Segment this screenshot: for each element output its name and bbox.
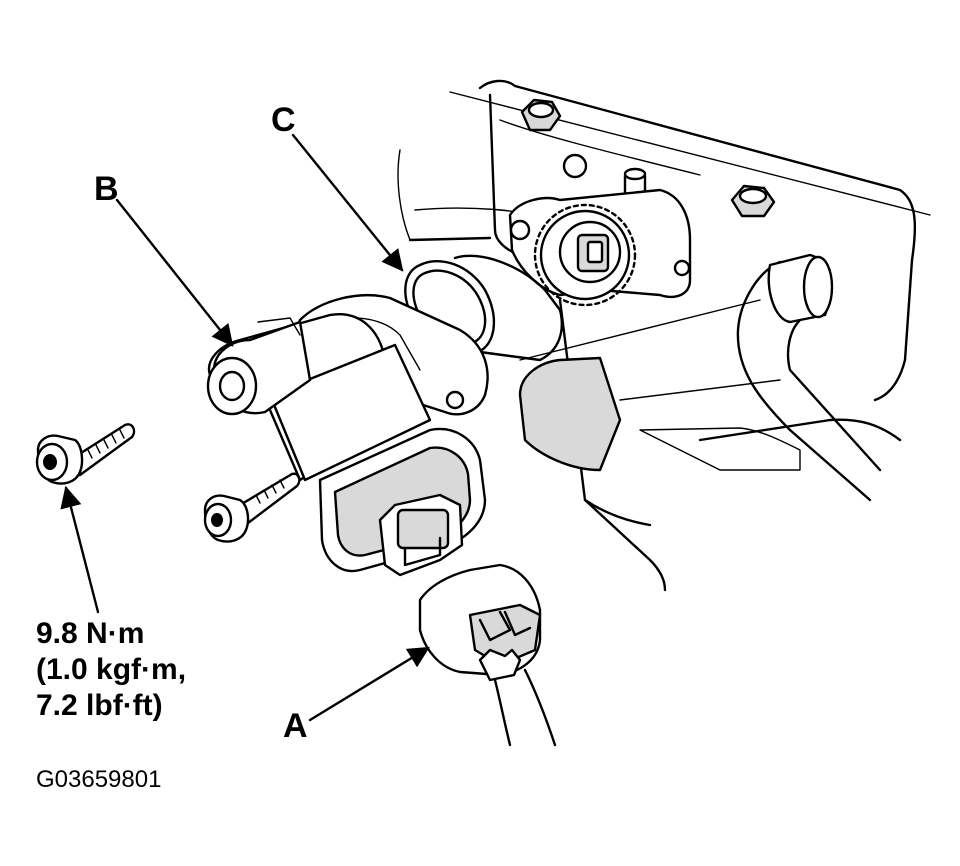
leader-arrow-b xyxy=(115,198,234,347)
torque-spec-line-1: 9.8 N·m xyxy=(36,617,145,650)
leader-arrows xyxy=(60,133,430,722)
leader-arrow-a xyxy=(308,646,430,722)
torque-spec-line-3: 7.2 lbf·ft) xyxy=(36,689,163,722)
housing-bolt-left xyxy=(520,98,562,132)
coolant-hose xyxy=(736,253,882,502)
mounting-bolt-small xyxy=(203,472,301,543)
housing-bolt-right xyxy=(730,184,776,218)
connector-plug xyxy=(418,563,557,747)
leader-arrow-torque xyxy=(60,485,100,614)
mounting-bolt-large xyxy=(35,423,136,485)
housing-stud xyxy=(562,153,647,208)
callout-label-b: B xyxy=(94,170,119,208)
egr-valve xyxy=(206,294,489,577)
callout-label-a: A xyxy=(283,707,308,745)
engine-housing xyxy=(397,79,931,592)
callout-label-c: C xyxy=(271,101,296,139)
figure-id: G03659801 xyxy=(36,766,162,793)
torque-spec: 9.8 N·m (1.0 kgf·m, 7.2 lbf·ft) xyxy=(36,616,186,724)
gear-bracket xyxy=(508,188,692,307)
leader-arrow-c xyxy=(291,133,404,272)
torque-spec-line-2: (1.0 kgf·m, xyxy=(36,653,187,686)
